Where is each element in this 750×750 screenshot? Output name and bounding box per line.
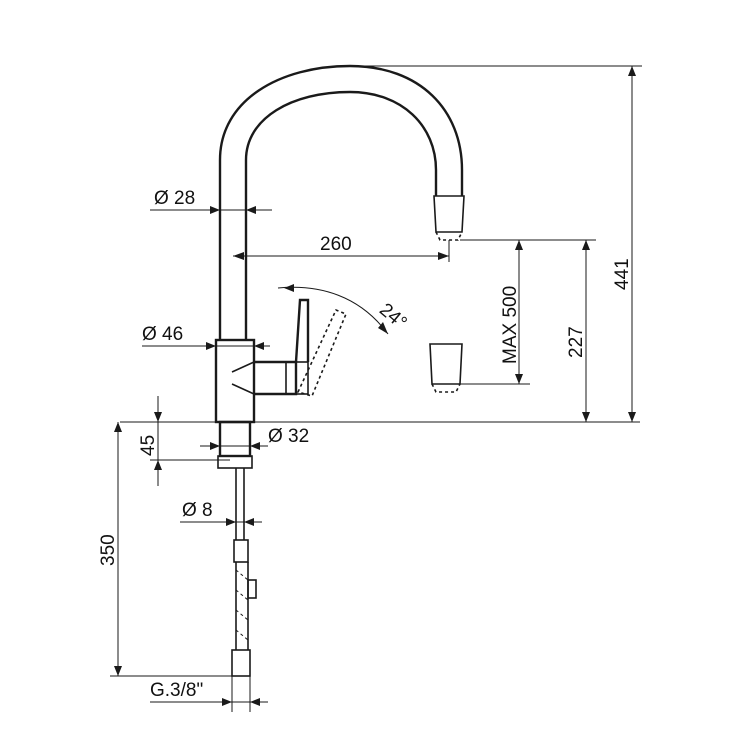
label-d8: Ø 8 — [182, 500, 213, 521]
dim-d28 — [150, 206, 272, 214]
dim-g38 — [150, 676, 268, 712]
label-d46: Ø 46 — [142, 324, 183, 345]
label-d28: Ø 28 — [154, 188, 195, 209]
label-max500: MAX 500 — [500, 286, 521, 364]
label-260: 260 — [320, 234, 352, 255]
dim-d8 — [180, 518, 262, 526]
label-d32: Ø 32 — [268, 426, 309, 447]
dim-350 — [110, 422, 232, 677]
dim-d46 — [142, 342, 270, 350]
base-and-hoses — [217, 420, 257, 677]
dim-441 — [350, 65, 642, 422]
spout-outline — [218, 64, 464, 340]
aerator-water-cup — [429, 343, 463, 393]
lever-handle — [285, 298, 348, 397]
dim-260 — [233, 240, 450, 262]
dim-d32 — [200, 442, 268, 450]
mixer-body — [214, 338, 298, 424]
label-227: 227 — [566, 326, 587, 358]
label-45: 45 — [138, 435, 159, 456]
label-g38: G.3/8" — [150, 680, 203, 701]
dim-angle-24 — [277, 284, 389, 335]
dim-227 — [530, 239, 596, 422]
label-350: 350 — [98, 534, 119, 566]
label-441: 441 — [612, 258, 633, 290]
dim-max500 — [460, 239, 530, 385]
dim-45 — [150, 396, 230, 486]
spout-nozzle — [433, 195, 465, 241]
